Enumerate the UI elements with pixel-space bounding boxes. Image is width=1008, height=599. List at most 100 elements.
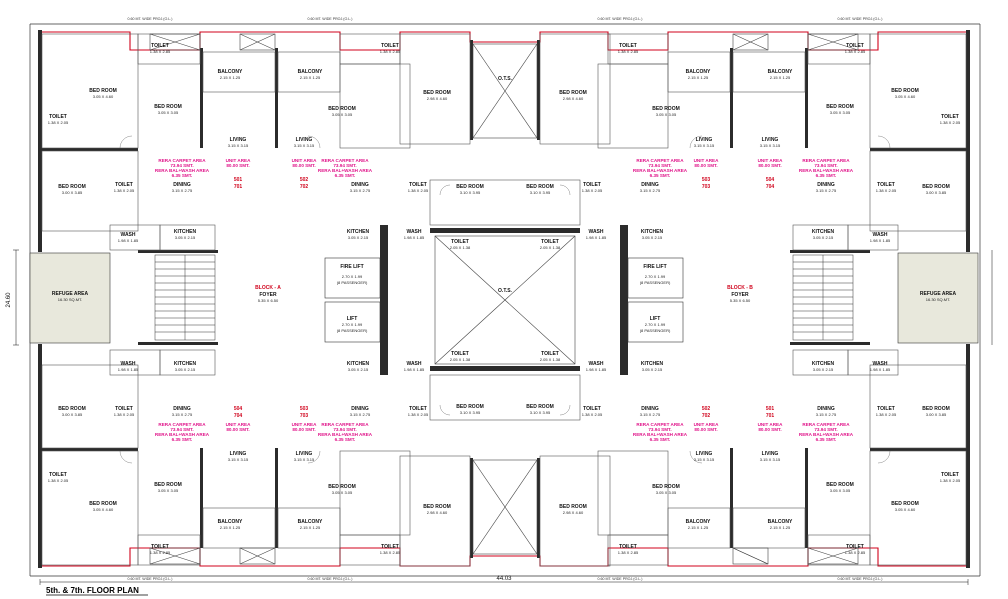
rera-carpet: RERA CARPET AREA: [158, 158, 206, 163]
room-label: TOILET: [583, 406, 601, 412]
room-label: WASH: [873, 361, 888, 367]
room-size: 1.38 X 2.05: [940, 120, 961, 125]
room-label: BED ROOM: [423, 504, 451, 510]
block-name: BLOCK - A: [255, 285, 281, 291]
rera-carpet: RERA CARPET AREA: [636, 158, 684, 163]
room-label: KITCHEN: [812, 229, 835, 235]
room-label: BED ROOM: [456, 184, 484, 190]
room-size: 3.00 X 3.85: [926, 412, 947, 417]
room-size: 1.98 X 1.85: [586, 367, 607, 372]
room-label: BED ROOM: [154, 104, 182, 110]
unit-area-value: 80.00 SMT.: [292, 163, 315, 168]
room-label: DINING: [351, 406, 369, 412]
room-label: BED ROOM: [891, 88, 919, 94]
room-label: KITCHEN: [347, 361, 370, 367]
room-size: 3.05 X 2.15: [348, 235, 369, 240]
room-label: BALCONY: [768, 519, 793, 525]
rera-bal-value: 6.35 SMT.: [172, 173, 193, 178]
rera-carpet-value: 73.94 SMT.: [333, 163, 356, 168]
unit-number: 504: [234, 406, 243, 412]
rera-carpet-value: 73.94 SMT.: [170, 427, 193, 432]
rera-bal-value: 6.35 SMT.: [335, 437, 356, 442]
room-label: BED ROOM: [826, 482, 854, 488]
room-size: 1.38 X 2.05: [582, 188, 603, 193]
unit-area-value: 80.00 SMT.: [226, 427, 249, 432]
room-label: BALCONY: [218, 519, 243, 525]
room-label: DINING: [817, 406, 835, 412]
unit-bottom-right: BED ROOM 3.05 X 4.60 BED ROOM 3.05 X 3.0…: [758, 361, 961, 555]
room-label: BED ROOM: [328, 106, 356, 112]
room-label: TOILET: [151, 43, 169, 49]
room-size: 3.05 X 3.05: [158, 488, 179, 493]
rera-carpet-value: 73.94 SMT.: [333, 427, 356, 432]
room-size: 3.15 X 3.15: [694, 457, 715, 462]
rera-bal-value: 6.35 SMT.: [816, 437, 837, 442]
room-label: DINING: [173, 406, 191, 412]
unit-area: UNIT AREA: [758, 422, 784, 427]
room-label: TOILET: [846, 43, 864, 49]
door-swings: [119, 135, 891, 464]
room-size: 3.05 X 3.05: [656, 490, 677, 495]
room-label: TOILET: [846, 544, 864, 550]
rera-bal: RERA BAL+WASH AREA: [633, 168, 688, 173]
room-label: KITCHEN: [812, 361, 835, 367]
room-size: 2.15 X 1.25: [220, 525, 241, 530]
unit-top-right: BED ROOM 3.05 X 4.60 BED ROOM 3.05 X 3.0…: [758, 43, 961, 243]
room-size: 1.38 X 2.05: [408, 188, 429, 193]
unit-area: UNIT AREA: [292, 422, 318, 427]
room-label: WASH: [873, 232, 888, 238]
unit-number: 704: [766, 184, 775, 190]
unit-bottom-mid-left: BED ROOM 3.05 X 3.05 TOILET 1.38 X 2.85 …: [292, 351, 484, 555]
room-label: DINING: [817, 182, 835, 188]
room-size: 2.15 X 1.25: [770, 75, 791, 80]
unit-area-value: 80.00 SMT.: [694, 427, 717, 432]
room-size: 3.00 X 3.85: [926, 190, 947, 195]
room-size: 1.38 X 2.05: [940, 478, 961, 483]
room-size: 3.05 X 3.05: [158, 110, 179, 115]
room-label: LIVING: [230, 137, 247, 143]
room-label: WASH: [589, 229, 604, 235]
rera-carpet: RERA CARPET AREA: [158, 422, 206, 427]
room-size: 1.38 X 2.85: [618, 550, 639, 555]
lift-size: 2.70 X 1.99: [645, 322, 666, 327]
unit-number: 501: [766, 406, 775, 412]
room-label: TOILET: [541, 239, 559, 245]
room-label: TOILET: [381, 544, 399, 550]
room-size: 3.15 X 2.75: [350, 412, 371, 417]
unit-top-mid-left: BED ROOM 3.05 X 3.05 TOILET 1.38 X 2.85 …: [292, 43, 484, 250]
lift-label: LIFT: [650, 316, 661, 322]
room-label: BED ROOM: [423, 90, 451, 96]
rera-bal: RERA BAL+WASH AREA: [318, 432, 373, 437]
room-size: 3.00 X 3.85: [62, 190, 83, 195]
room-size: 3.15 X 2.75: [816, 412, 837, 417]
fire-lift-cap: (8 PASSENGER): [337, 280, 368, 285]
room-label: TOILET: [409, 182, 427, 188]
room-label: KITCHEN: [347, 229, 370, 235]
fire-lift-size: 2.70 X 1.99: [645, 274, 666, 279]
room-size: 1.98 X 1.85: [118, 238, 139, 243]
rera-bal: RERA BAL+WASH AREA: [155, 432, 210, 437]
room-label: BED ROOM: [456, 404, 484, 410]
room-size: 3.05 X 4.60: [895, 94, 916, 99]
room-size: 1.38 X 2.85: [845, 49, 866, 54]
lift-cap: (8 PASSENGER): [640, 328, 671, 333]
room-size: 3.05 X 4.60: [93, 94, 114, 99]
room-label: TOILET: [115, 406, 133, 412]
room-label: TOILET: [451, 351, 469, 357]
room-label: LIVING: [762, 137, 779, 143]
room-label: WASH: [407, 229, 422, 235]
room-size: 1.38 X 2.05: [582, 412, 603, 417]
ots-label: O.T.S.: [498, 76, 513, 82]
rera-bal: RERA BAL+WASH AREA: [799, 168, 854, 173]
dimension-lines: [13, 249, 993, 585]
room-size: 3.10 X 3.95: [530, 190, 551, 195]
room-size: 3.05 X 2.15: [642, 235, 663, 240]
unit-area: UNIT AREA: [694, 158, 720, 163]
room-size: 3.15 X 3.15: [294, 143, 315, 148]
room-size: 2.15 X 1.25: [220, 75, 241, 80]
lift-cap: (8 PASSENGER): [337, 328, 368, 333]
room-label: BALCONY: [218, 69, 243, 75]
unit-area: UNIT AREA: [758, 158, 784, 163]
room-label: TOILET: [115, 182, 133, 188]
